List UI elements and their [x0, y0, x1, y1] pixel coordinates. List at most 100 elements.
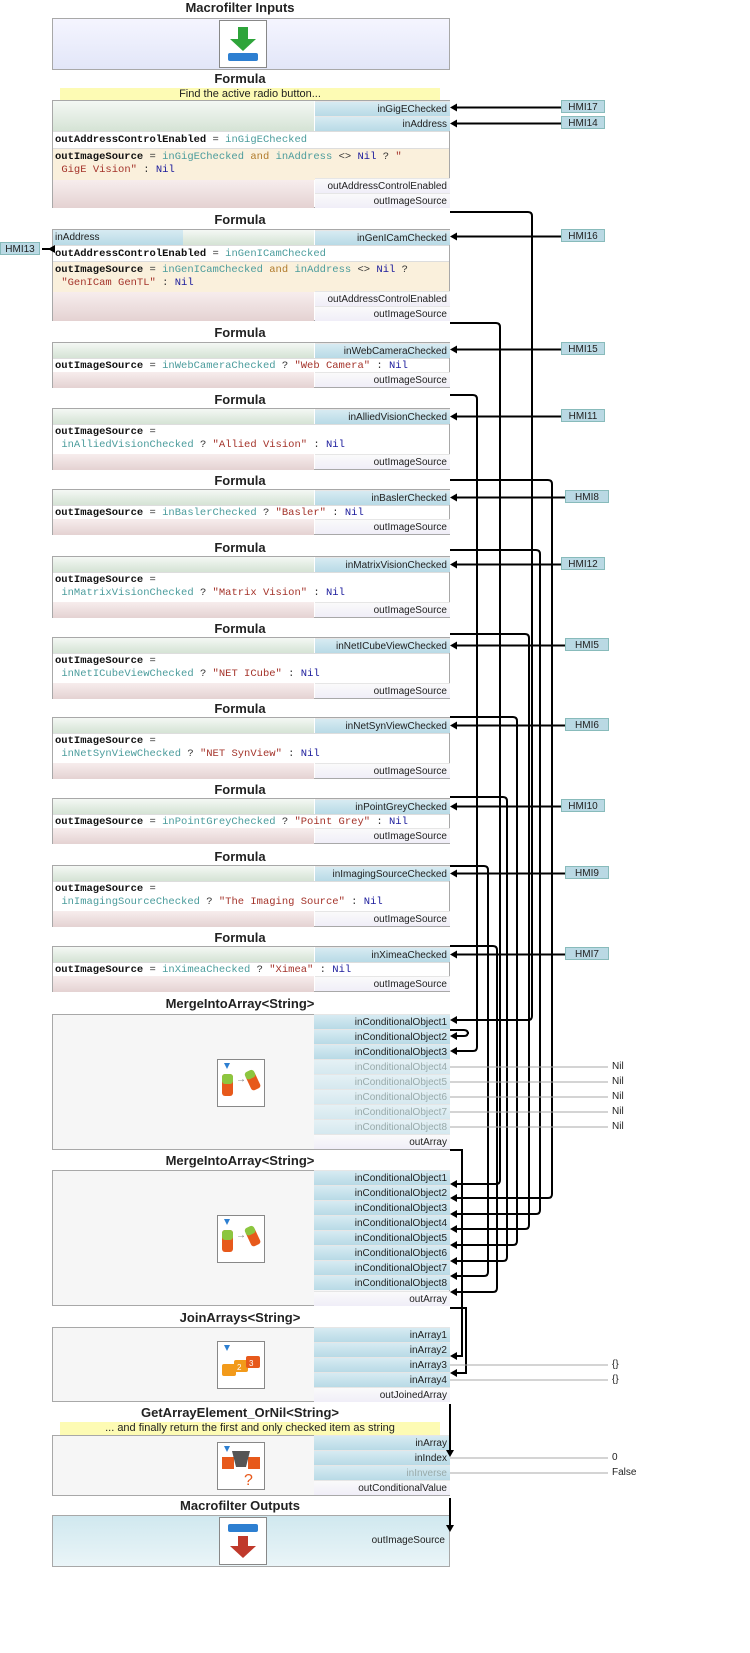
wire — [450, 549, 541, 1215]
port-out[interactable]: outImageSource — [315, 683, 450, 698]
svg-text:→: → — [236, 1230, 246, 1241]
port-in[interactable]: inConditionalObject4 — [314, 1059, 450, 1074]
port-in[interactable]: inGenICamChecked — [315, 230, 450, 245]
port-out[interactable]: outImageSource — [315, 306, 450, 321]
port-in[interactable]: inNetICubeViewChecked — [315, 638, 450, 653]
hmi-tag[interactable]: HMI7 — [565, 947, 609, 960]
port-in[interactable]: inXimeaChecked — [315, 947, 450, 962]
port-in[interactable]: inConditionalObject1 — [314, 1170, 450, 1185]
hmi-tag[interactable]: HMI9 — [565, 866, 609, 879]
port-in[interactable]: inArray1 — [314, 1327, 450, 1342]
port-in[interactable]: inConditionalObject7 — [314, 1104, 450, 1119]
port-out[interactable]: outImageSource — [315, 828, 450, 843]
formula-block[interactable]: inPointGreyChecked outImageSource = inPo… — [52, 798, 450, 844]
port-out[interactable]: outImageSource — [315, 372, 450, 387]
formula-block-gige[interactable]: inGigEChecked inAddress outAddressContro… — [52, 100, 450, 208]
port-out[interactable]: outImageSource — [315, 763, 450, 778]
port-in[interactable]: inMatrixVisionChecked — [315, 557, 450, 572]
macrofilter-inputs-block[interactable] — [52, 18, 450, 70]
hmi-tag[interactable]: HMI12 — [561, 557, 605, 570]
port-in[interactable]: inConditionalObject6 — [314, 1245, 450, 1260]
formula-block[interactable]: inAlliedVisionChecked outImageSource = i… — [52, 408, 450, 470]
formula-block[interactable]: inNetICubeViewChecked outImageSource = i… — [52, 637, 450, 699]
constant-value[interactable]: {} — [612, 1374, 619, 1385]
constant-value[interactable]: Nil — [612, 1076, 624, 1087]
constant-value[interactable]: Nil — [612, 1091, 624, 1102]
wire — [450, 394, 478, 1052]
port-in[interactable]: inAddress — [315, 116, 450, 131]
port-out[interactable]: outJoinedArray — [314, 1387, 450, 1402]
hmi-tag[interactable]: HMI5 — [565, 638, 609, 651]
port-in[interactable]: inArray — [314, 1435, 450, 1450]
hmi-tag[interactable]: HMI11 — [561, 409, 605, 422]
formula-block[interactable]: inMatrixVisionChecked outImageSource = i… — [52, 556, 450, 618]
port-in[interactable]: inGigEChecked — [315, 101, 450, 116]
port-out[interactable]: outArray — [314, 1291, 450, 1306]
formula-block-genicam[interactable]: inAddress inGenICamChecked outAddressCon… — [52, 229, 450, 321]
port-in[interactable]: inArray2 — [314, 1342, 450, 1357]
macrofilter-outputs-block[interactable]: outImageSource — [52, 1515, 450, 1567]
hmi-tag[interactable]: HMI10 — [561, 799, 605, 812]
port-in[interactable]: inNetSynViewChecked — [315, 718, 450, 733]
port-out[interactable]: outAddressControlEnabled — [315, 178, 450, 193]
formula-line: outImageSource = inAlliedVisionChecked ?… — [53, 424, 449, 454]
hmi-tag[interactable]: HMI6 — [565, 718, 609, 731]
port-out[interactable]: outImageSource — [315, 976, 450, 991]
port-in[interactable]: inConditionalObject7 — [314, 1260, 450, 1275]
join-title: JoinArrays<String> — [179, 1310, 301, 1325]
hmi-tag[interactable]: HMI14 — [561, 116, 605, 129]
formula-block[interactable]: inNetSynViewChecked outImageSource = inN… — [52, 717, 450, 779]
port-in[interactable]: inConditionalObject5 — [314, 1074, 450, 1089]
hmi-tag[interactable]: HMI15 — [561, 342, 605, 355]
constant-value[interactable]: 0 — [612, 1452, 618, 1463]
merge-icon: → — [217, 1215, 265, 1263]
formula-block[interactable]: inXimeaChecked outImageSource = inXimeaC… — [52, 946, 450, 992]
port-in[interactable]: inConditionalObject3 — [314, 1044, 450, 1059]
port-in[interactable]: inConditionalObject6 — [314, 1089, 450, 1104]
port-out[interactable]: outAddressControlEnabled — [315, 291, 450, 306]
constant-value[interactable]: Nil — [612, 1121, 624, 1132]
port-out[interactable]: outImageSource — [315, 911, 450, 926]
hmi-tag[interactable]: HMI17 — [561, 100, 605, 113]
port-in[interactable]: inConditionalObject4 — [314, 1215, 450, 1230]
port-out[interactable]: outImageSource — [315, 454, 450, 469]
hmi-tag[interactable]: HMI16 — [561, 229, 605, 242]
port-out[interactable]: outImageSource — [315, 519, 450, 534]
constant-value[interactable]: False — [612, 1467, 637, 1478]
constant-value[interactable]: Nil — [612, 1061, 624, 1072]
formula-block[interactable]: inBaslerChecked outImageSource = inBasle… — [52, 489, 450, 535]
port-in[interactable]: inPointGreyChecked — [315, 799, 450, 814]
port-in[interactable]: inImagingSourceChecked — [315, 866, 450, 881]
wire-arrowhead — [450, 1257, 457, 1265]
port-in[interactable]: inIndex — [314, 1450, 450, 1465]
wire-arrowhead — [450, 869, 457, 878]
port-in[interactable]: inArray4 — [314, 1372, 450, 1387]
port-in[interactable]: inConditionalObject8 — [314, 1119, 450, 1134]
formula-title: Formula — [214, 473, 266, 488]
port-out[interactable]: outImageSource — [315, 602, 450, 617]
port-in[interactable]: inConditionalObject5 — [314, 1230, 450, 1245]
hmi-tag[interactable]: HMI8 — [565, 490, 609, 503]
port-in[interactable]: inWebCameraChecked — [315, 343, 450, 358]
port-in[interactable]: inConditionalObject1 — [314, 1014, 450, 1029]
port-in[interactable]: inInverse — [314, 1465, 450, 1480]
port-in[interactable]: inConditionalObject3 — [314, 1200, 450, 1215]
wire-arrowhead — [450, 103, 457, 112]
port-in-left[interactable]: inAddress — [55, 232, 100, 243]
hmi-tag[interactable]: HMI13 — [0, 242, 40, 255]
formula-block[interactable]: inImagingSourceChecked outImageSource = … — [52, 865, 450, 927]
constant-value[interactable]: {} — [612, 1359, 619, 1370]
port-in[interactable]: inArray3 — [314, 1357, 450, 1372]
port-out[interactable]: outArray — [314, 1134, 450, 1149]
port-out[interactable]: outConditionalValue — [314, 1480, 450, 1495]
macrofilter-output-port[interactable]: outImageSource — [371, 1535, 445, 1546]
port-in[interactable]: inConditionalObject8 — [314, 1275, 450, 1290]
port-in[interactable]: inBaslerChecked — [315, 490, 450, 505]
port-in[interactable]: inConditionalObject2 — [314, 1185, 450, 1200]
constant-value[interactable]: Nil — [612, 1106, 624, 1117]
wire-arrowhead — [450, 721, 457, 730]
port-out[interactable]: outImageSource — [315, 193, 450, 208]
port-in[interactable]: inConditionalObject2 — [314, 1029, 450, 1044]
port-in[interactable]: inAlliedVisionChecked — [315, 409, 450, 424]
formula-block[interactable]: inWebCameraChecked outImageSource = inWe… — [52, 342, 450, 388]
